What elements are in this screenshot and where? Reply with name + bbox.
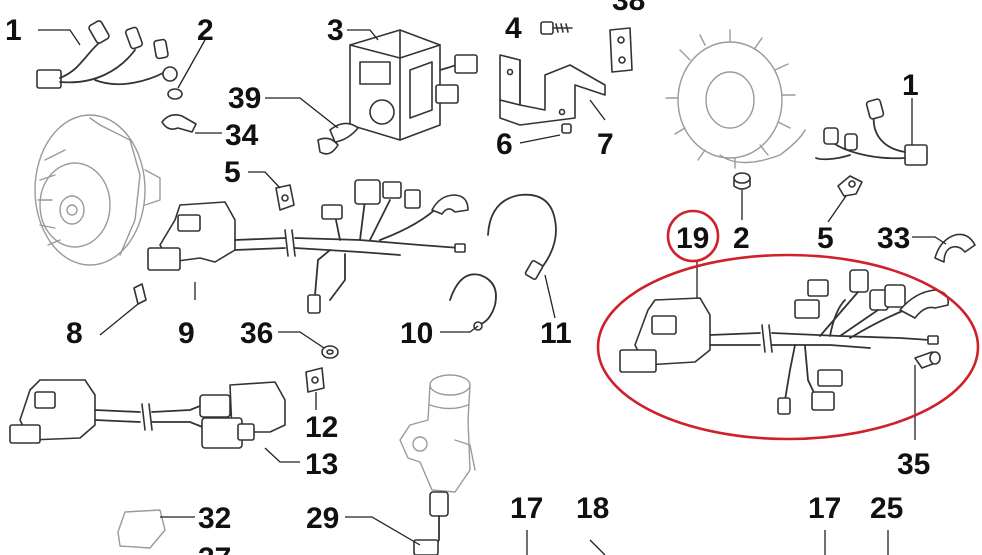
- part-1b-harness: [815, 98, 928, 166]
- leader-5b: [827, 195, 847, 223]
- callout-34: 34: [225, 119, 259, 152]
- part-2b-nut: [733, 172, 751, 190]
- thermostat-faint: [399, 374, 476, 493]
- part-29-sensor: [413, 491, 449, 555]
- callout-29: 29: [306, 502, 339, 535]
- callout-10: 10: [400, 317, 433, 350]
- part-34-terminal: [161, 114, 197, 133]
- part-35-bushing: [914, 351, 941, 369]
- callout-5b: 5: [817, 222, 834, 255]
- leader-8: [99, 303, 139, 336]
- leader-39: [265, 97, 339, 129]
- leader-7: [589, 99, 606, 121]
- leader-36: [278, 331, 325, 349]
- part-11-wire: [487, 193, 557, 280]
- callout-38: 38: [612, 0, 645, 17]
- part-1-harness: [36, 20, 178, 89]
- callout-2a: 2: [197, 14, 214, 47]
- stator-faint: [665, 29, 806, 169]
- leader-29: [345, 516, 421, 546]
- callout-18: 18: [576, 492, 609, 525]
- callout-33: 33: [877, 222, 910, 255]
- part-7-bracket: [499, 54, 606, 126]
- part-3-control-unit: [349, 29, 478, 141]
- callout-9: 9: [178, 317, 195, 350]
- part-2-nut: [167, 88, 183, 100]
- part-38-plate: [609, 27, 633, 73]
- part-5a-clip: [275, 184, 295, 211]
- callout-1b: 1: [902, 69, 919, 102]
- callout-7: 7: [597, 128, 614, 161]
- callout-37: 37: [198, 542, 231, 555]
- callout-8: 8: [66, 317, 83, 350]
- callout-25: 25: [870, 492, 903, 525]
- leader-11: [544, 274, 556, 319]
- leader-13: [264, 447, 300, 463]
- leader-18: [589, 539, 606, 555]
- part-12-clip: [305, 367, 325, 393]
- callout-39: 39: [228, 82, 261, 115]
- leader-33: [912, 236, 947, 245]
- part-9-harness: [147, 179, 469, 314]
- part-10-wire: [449, 273, 497, 331]
- callout-6: 6: [496, 128, 513, 161]
- alternator-faint: [34, 114, 161, 266]
- callout-5a: 5: [224, 156, 241, 189]
- leader-2a: [177, 39, 206, 89]
- leader-10: [440, 325, 479, 333]
- callout-1a: 1: [5, 14, 22, 47]
- part-8-clip: [133, 283, 147, 305]
- callout-17b: 17: [808, 492, 841, 525]
- callout-2b: 2: [733, 222, 750, 255]
- part-13-harness: [9, 379, 286, 449]
- highlight-circle-19-label: [666, 209, 720, 263]
- part-4-screw: [540, 21, 573, 35]
- part-39-clip: [317, 122, 359, 155]
- callout-11: 11: [540, 317, 572, 350]
- highlight-ring-19: [596, 253, 980, 441]
- leader-3: [347, 29, 379, 41]
- callout-3: 3: [327, 14, 344, 47]
- callout-4: 4: [505, 12, 522, 45]
- callout-13: 13: [305, 448, 338, 481]
- leader-6: [519, 134, 561, 144]
- leader-5a: [248, 171, 281, 189]
- callout-32: 32: [198, 502, 231, 535]
- callout-36: 36: [240, 317, 273, 350]
- part-19-harness: [619, 269, 950, 415]
- callout-35: 35: [897, 448, 930, 481]
- callout-12: 12: [305, 411, 338, 444]
- callout-17a: 17: [510, 492, 543, 525]
- callout-19: 19: [676, 222, 709, 255]
- part-6-screw: [561, 123, 572, 134]
- part-36-washer: [321, 345, 339, 359]
- part-33-elbow: [934, 233, 976, 263]
- part-32-foil: [117, 509, 166, 549]
- part-5b-clip: [837, 175, 863, 197]
- leader-1a: [38, 29, 81, 46]
